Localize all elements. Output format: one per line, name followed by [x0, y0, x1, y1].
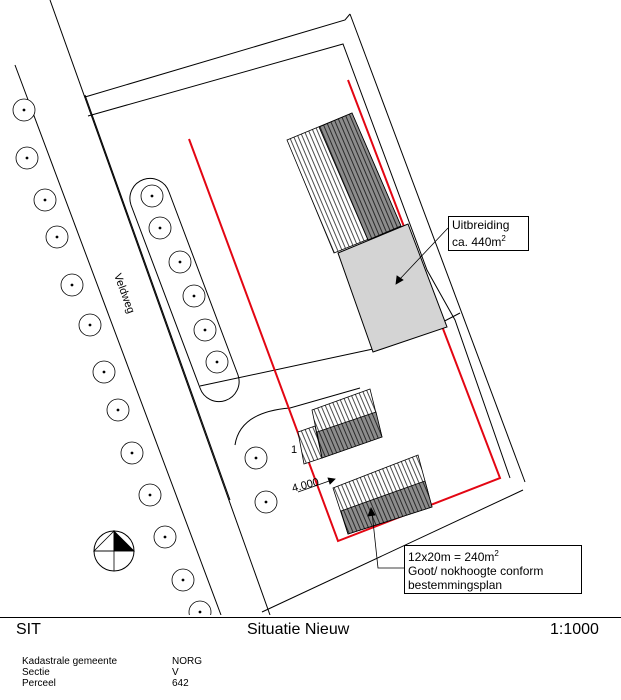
tree-center-icon — [70, 283, 74, 287]
tree-center-icon — [264, 500, 268, 504]
drawing-scale: 1:1000 — [550, 621, 599, 638]
meta-row: Perceel 642 — [22, 678, 189, 689]
tree-row — [12, 98, 278, 615]
road-island — [129, 177, 240, 403]
tree-center-icon — [163, 535, 167, 539]
tree-center-icon — [203, 328, 207, 332]
extension-callout-line2: ca. 440m — [452, 235, 502, 249]
building-callout-line2: Goot/ nokhoogte conform — [408, 564, 544, 578]
road-edges — [14, 0, 271, 615]
site-plan: 4.000 1 Veldweg — [12, 0, 526, 615]
building-callout-sup: 2 — [494, 549, 499, 558]
tree-center-icon — [25, 156, 29, 160]
north-arrow-icon — [93, 530, 135, 572]
tree-center-icon — [150, 194, 154, 198]
tree-center-icon — [198, 610, 202, 614]
road-name: Veldweg — [111, 272, 137, 315]
dimension-short: 1 — [291, 444, 297, 456]
tree-icon — [188, 600, 212, 615]
tree-center-icon — [55, 235, 59, 239]
drawing-code: SIT — [16, 621, 41, 638]
tree-center-icon — [22, 108, 26, 112]
extension-callout: Uitbreiding ca. 440m2 — [448, 216, 529, 251]
leader-lines — [297, 227, 449, 569]
building-callout: 12x20m = 240m2 Goot/ nokhoogte conform b… — [404, 545, 582, 594]
tree-center-icon — [43, 198, 47, 202]
existing-barn-roof-half — [318, 112, 402, 241]
tree-center-icon — [215, 360, 219, 364]
new-building-roof-half — [340, 480, 433, 535]
building-callout-line1: 12x20m = 240m — [408, 550, 495, 564]
dimension-distance: 4.000 — [291, 476, 321, 495]
tree-center-icon — [192, 294, 196, 298]
tree-center-icon — [181, 578, 185, 582]
extension-block — [337, 223, 448, 353]
tree-center-icon — [88, 323, 92, 327]
extension-callout-line1: Uitbreiding — [452, 218, 510, 232]
tree-center-icon — [130, 451, 134, 455]
tree-center-icon — [102, 370, 106, 374]
drawing-title: Situatie Nieuw — [247, 621, 350, 638]
tree-center-icon — [148, 493, 152, 497]
tree-center-icon — [178, 260, 182, 264]
building-callout-line3: bestemmingsplan — [408, 578, 503, 592]
tree-center-icon — [116, 408, 120, 412]
plot-outlines — [84, 13, 526, 613]
meta-row: Sectie V — [22, 667, 179, 678]
meta-row: Kadastrale gemeente NORG — [22, 656, 202, 667]
title-block: SIT Situatie Nieuw 1:1000 — [0, 617, 621, 640]
tree-center-icon — [254, 456, 258, 460]
cadastral-info: Kadastrale gemeente NORG Sectie V Percee… — [22, 656, 262, 689]
small-building-annex — [297, 425, 323, 465]
extension-callout-sup: 2 — [501, 234, 506, 243]
tree-center-icon — [158, 226, 162, 230]
